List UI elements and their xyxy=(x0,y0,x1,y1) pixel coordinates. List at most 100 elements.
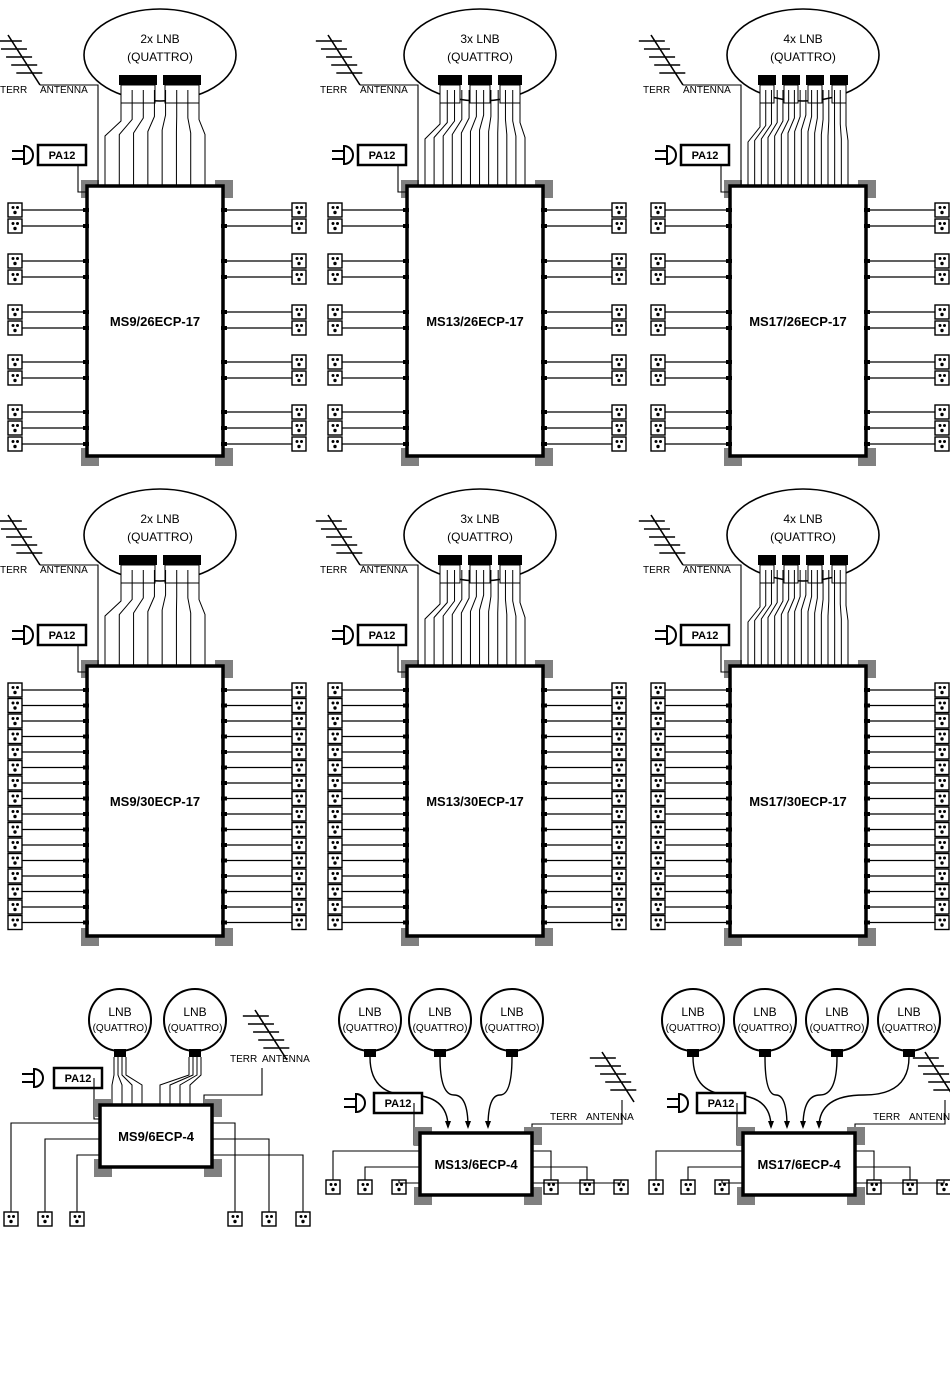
outlet-icon xyxy=(291,775,307,791)
outlet-icon xyxy=(650,868,666,884)
lnb-icon xyxy=(782,555,800,584)
multiswitch-icon: MS9/6ECP-4 xyxy=(94,1099,222,1177)
outlet-icon xyxy=(611,899,627,915)
outlet-icon xyxy=(934,697,950,714)
multiswitch-icon: MS17/6ECP-4 xyxy=(737,1127,865,1205)
outlet-icon xyxy=(327,697,343,714)
outlet-icon xyxy=(680,1179,696,1195)
outlet-icon xyxy=(611,304,627,320)
outlet-icon xyxy=(327,202,343,218)
pa12-power-adapter: PA12 xyxy=(356,623,408,647)
outlet-icon xyxy=(650,436,666,452)
outlet-icon xyxy=(291,744,307,760)
antenna-label: ANTENNA xyxy=(360,565,408,576)
outlet-icon xyxy=(291,852,307,869)
power-plug-icon xyxy=(332,624,354,646)
outlet-icon xyxy=(291,436,307,452)
outlet-icon xyxy=(7,837,23,853)
outlet-icon xyxy=(327,868,343,884)
outlet-icon xyxy=(327,713,343,729)
outlet-icon xyxy=(650,744,666,760)
outlet-icon xyxy=(611,404,627,420)
outlet-icon xyxy=(291,713,307,729)
outlet-icon xyxy=(327,436,343,452)
lnb-icon xyxy=(438,75,462,104)
model-label: MS17/30ECP-17 xyxy=(749,794,847,809)
outlet-icon xyxy=(934,320,950,336)
outlet-icon xyxy=(327,790,343,807)
outlet-icon xyxy=(7,354,23,370)
outlet-icon xyxy=(611,852,627,869)
antenna-label: ANTENNA xyxy=(909,1112,950,1123)
outlet-icon xyxy=(934,899,950,915)
outlet-icon xyxy=(7,883,23,900)
outlet-icon xyxy=(7,713,23,729)
quattro-label: (QUATTRO) xyxy=(485,1023,540,1034)
quattro-label: (QUATTRO) xyxy=(738,1023,793,1034)
outlet-icon xyxy=(934,304,950,320)
outlet-icon xyxy=(291,697,307,714)
lnb-icon: LNB(QUATTRO) xyxy=(88,988,152,1057)
outlet-icon xyxy=(934,868,950,884)
outlet-icon xyxy=(611,837,627,853)
antenna-icon xyxy=(242,1009,290,1061)
outlet-icon xyxy=(650,790,666,807)
outlet-icon xyxy=(650,420,666,436)
outlet-icon xyxy=(7,775,23,791)
outlet-icon xyxy=(261,1211,277,1227)
antenna-label: ANTENNA xyxy=(683,85,731,96)
pa12-label: PA12 xyxy=(49,630,76,642)
outlet-icon xyxy=(650,914,666,931)
antenna-label: ANTENNA xyxy=(586,1112,634,1123)
outlet-icon xyxy=(291,320,307,336)
outlet-icon xyxy=(327,354,343,370)
pa12-power-adapter: PA12 xyxy=(356,143,408,167)
outlet-icon xyxy=(327,899,343,915)
lnb-icon xyxy=(806,75,824,104)
outlet-icon xyxy=(327,269,343,285)
outlet-icon xyxy=(650,354,666,370)
outlet-icon xyxy=(934,775,950,791)
outlet-icon xyxy=(7,868,23,884)
outlet-icon xyxy=(934,728,950,745)
outlet-icon xyxy=(611,713,627,729)
lnb-icon: LNB(QUATTRO) xyxy=(163,988,227,1057)
outlet-icon xyxy=(611,269,627,285)
multiswitch-icon: MS13/26ECP-17 xyxy=(401,180,553,466)
outlet-icon xyxy=(7,682,23,698)
outlet-icon xyxy=(291,821,307,838)
outlet-icon xyxy=(934,436,950,452)
outlet-icon xyxy=(934,682,950,698)
outlet-icon xyxy=(611,775,627,791)
outlet-icon xyxy=(650,821,666,838)
lnb-count-label: 4x LNB xyxy=(783,512,822,526)
antenna-label: ANTENNA xyxy=(360,85,408,96)
outlet-icon xyxy=(327,253,343,269)
outlet-icon xyxy=(291,370,307,386)
outlet-icon xyxy=(327,775,343,791)
outlet-icon xyxy=(291,899,307,915)
outlet-icon xyxy=(327,304,343,320)
outlet-icon xyxy=(327,914,343,931)
lnb-label: LNB xyxy=(428,1005,451,1019)
lnb-icon: LNB(QUATTRO) xyxy=(338,988,402,1057)
outlet-icon xyxy=(7,744,23,760)
outlet-icon xyxy=(291,420,307,436)
lnb-icon xyxy=(163,75,201,104)
outlet-icon xyxy=(325,1179,341,1195)
outlet-icon xyxy=(934,269,950,285)
outlet-icon xyxy=(7,253,23,269)
outlet-icon xyxy=(611,354,627,370)
lnb-icon xyxy=(830,555,848,584)
outlet-icon xyxy=(611,821,627,838)
outlet-icon xyxy=(7,269,23,285)
outlet-icon xyxy=(291,354,307,370)
outlet-icon xyxy=(650,899,666,915)
outlet-icon xyxy=(291,914,307,931)
pa12-label: PA12 xyxy=(49,150,76,162)
outlet-icon xyxy=(611,202,627,218)
lnb-icon xyxy=(806,555,824,584)
